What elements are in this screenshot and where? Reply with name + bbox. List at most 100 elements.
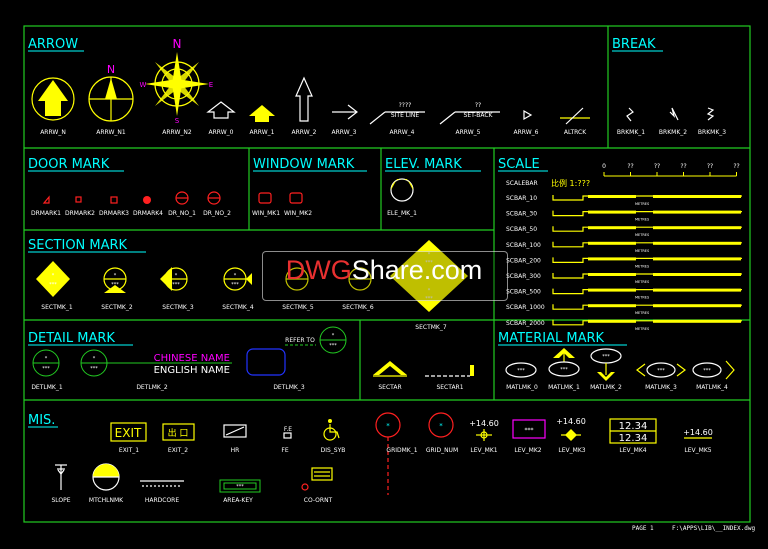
- section-label: SECTMK_7: [415, 324, 447, 331]
- scale-row-unit: METRES: [635, 249, 650, 253]
- scale-row-segment: [588, 241, 636, 245]
- scale-row-unit: METRES: [635, 202, 650, 206]
- scale-rows: SCBAR_10METRESSCBAR_30METRESSCBAR_50METR…: [506, 195, 742, 331]
- scale-row-segment: [588, 319, 636, 323]
- setback-text: SET-BACK: [464, 112, 494, 119]
- break-label: BRKMK_3: [698, 129, 726, 136]
- exit2-sign-text: 出 口: [168, 427, 189, 439]
- section-title-detail-mark: DETAIL MARK: [28, 331, 115, 346]
- material-label: MATLMK_2: [590, 384, 622, 391]
- detail-stars: ***: [329, 343, 337, 349]
- mis-label: FE: [281, 447, 288, 454]
- site-line-text: SITE LINE: [391, 112, 420, 119]
- arrw-n1-symbol: N: [88, 63, 134, 122]
- scale-row-unit: METRES: [635, 311, 650, 315]
- footer-path: F:\APPS\LIB\__INDEX.dwg: [672, 525, 756, 532]
- section-title-window-mark: WINDOW MARK: [253, 157, 355, 172]
- material-stars: ***: [517, 368, 525, 374]
- mis-label: LEV_MK5: [684, 447, 711, 454]
- door-label: DRMARK4: [133, 210, 163, 217]
- watermark-share: Share.com: [351, 255, 483, 285]
- section-mark-symbols: * *** * *** * *** * *** * *** * ***: [36, 240, 468, 331]
- section-label: SECTMK_6: [342, 304, 374, 311]
- mis-label: GRIDMK_1: [386, 447, 417, 454]
- frame-lines: [23, 25, 751, 523]
- lev-mk4-top: 12.34: [619, 421, 648, 432]
- section-title-door-mark: DOOR MARK: [28, 157, 110, 172]
- scale-row-segment: [588, 304, 636, 308]
- area-key-stars: ***: [236, 484, 244, 490]
- english-name: ENGLISH NAME: [154, 365, 230, 376]
- section-star: *: [428, 288, 431, 294]
- grid-star: *: [439, 422, 443, 430]
- scalebar-text: 比例 1:???: [551, 178, 590, 188]
- material-stars: ***: [703, 368, 711, 374]
- grid-star: *: [386, 422, 390, 430]
- refer-to-text: REFER TO: [285, 337, 315, 344]
- arrw-6-symbol: [523, 109, 533, 121]
- sectar-label: SECTAR1: [436, 384, 463, 391]
- arrw-3-symbol: [332, 104, 358, 120]
- exit-sign-text: EXIT: [115, 426, 142, 440]
- scalebar-tick: ??: [733, 163, 739, 170]
- door-label: DRMARK2: [65, 210, 95, 217]
- arrow-label: ARRW_0: [209, 129, 234, 136]
- mis-label: LEV_MK1: [470, 447, 497, 454]
- material-label: MATLMK_0: [506, 384, 538, 391]
- arrw-n2-compass-symbol: N E S W: [140, 37, 214, 125]
- scale-row-label: SCBAR_50: [506, 226, 537, 233]
- setback-number: ??: [475, 102, 481, 109]
- break-label: BRKMK_1: [617, 129, 645, 136]
- mis-label: LEV_MK3: [558, 447, 585, 454]
- lev-mk5-value: +14.60: [683, 428, 713, 437]
- section-stars: ***: [425, 296, 433, 302]
- arrow-label: ARRW_N2: [162, 129, 192, 136]
- section-star: *: [428, 252, 431, 258]
- north-letter: N: [107, 63, 115, 76]
- chinese-name: CHINESE NAME: [154, 353, 230, 364]
- detail-star: *: [45, 356, 48, 362]
- detail-mark-symbols: * *** * *** CHINESE NAME ENGLISH NAME RE…: [31, 326, 347, 391]
- mis-row2-symbols: *** SLOPE MTCHLNMK HARDCORE AREA-KEY CO-…: [51, 463, 333, 504]
- arrow-label: ALTRCK: [564, 129, 587, 136]
- scale-row-segment: [588, 257, 636, 261]
- arrow-label: ARRW_1: [250, 129, 275, 136]
- arrw-2-symbol: [295, 76, 313, 122]
- door-label: DR_NO_1: [168, 210, 196, 217]
- scale-row-unit: METRES: [635, 264, 650, 268]
- section-title-arrow: ARROW: [28, 37, 78, 52]
- mis-row1-symbols: EXIT 出 口 F.E * * +14.60 *** +14.60 12.34…: [110, 412, 713, 495]
- scale-row-unit: METRES: [635, 327, 650, 331]
- scale-row-label: SCBAR_1000: [506, 304, 545, 311]
- window-mark-symbols: WIN_MK1 WIN_MK2: [252, 192, 312, 217]
- arrow-label: ARRW_3: [332, 129, 357, 136]
- detail-stars: ***: [42, 366, 50, 372]
- sectar-label: SECTAR: [378, 384, 401, 391]
- material-stars: ***: [602, 354, 610, 360]
- section-star: *: [234, 273, 237, 279]
- scalebar-tick: ??: [680, 163, 686, 170]
- section-stars: ***: [111, 282, 119, 288]
- door-label: DRMARK1: [31, 210, 61, 217]
- arrow-label: ARRW_5: [456, 129, 481, 136]
- scale-row-label: SCBAR_100: [506, 242, 541, 249]
- lev-mk3-value: +14.60: [556, 417, 586, 426]
- arrw-4-site-line-symbol: ???? SITE LINE: [369, 102, 425, 125]
- scale-row-unit: METRES: [635, 233, 650, 237]
- section-star: *: [175, 273, 178, 279]
- scalebar-tick: ??: [707, 163, 713, 170]
- material-label: MATLMK_3: [645, 384, 677, 391]
- mis-label: AREA-KEY: [223, 497, 253, 504]
- section-star: *: [52, 273, 55, 279]
- watermark-dwg: DWG: [285, 255, 352, 285]
- mis-label: HR: [231, 447, 240, 454]
- mis-label: HARDCORE: [145, 497, 179, 504]
- scalebar-label: SCALEBAR: [506, 180, 538, 187]
- section-title-section-mark: SECTION MARK: [28, 238, 128, 253]
- lev-mk4-bottom: 12.34: [619, 433, 648, 444]
- scalebar-tick: ??: [627, 163, 633, 170]
- mis-label: CO-ORNT: [304, 497, 333, 504]
- arrow-label: ARRW_N: [40, 129, 66, 136]
- material-label: MATLMK_1: [548, 384, 580, 391]
